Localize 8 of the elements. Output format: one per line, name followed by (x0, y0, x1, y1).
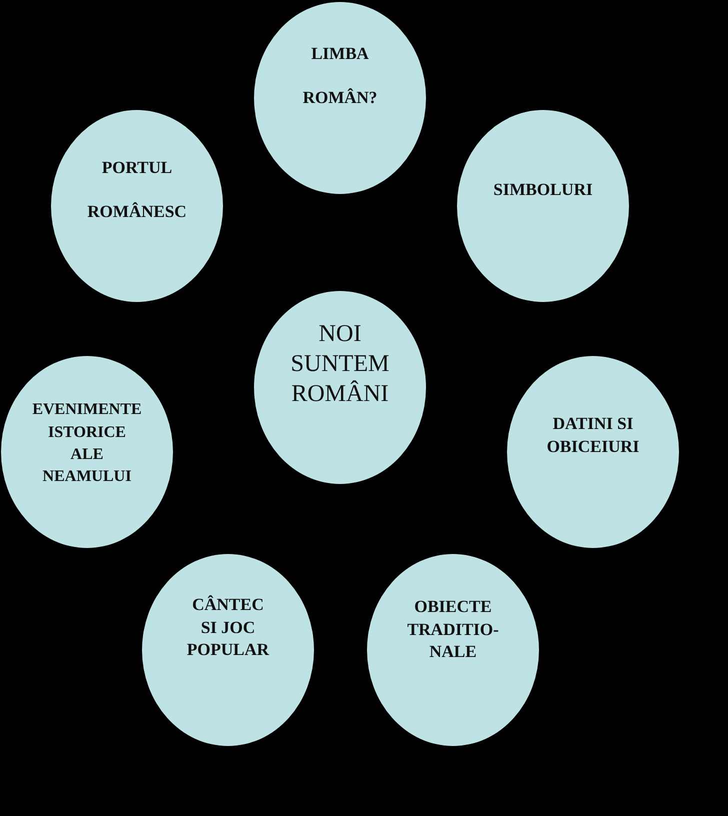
node-label: LIMBA ROMÂN? (302, 42, 378, 109)
node-label: CÂNTEC SI JOC POPULAR (186, 594, 270, 662)
node-label: NOI SUNTEM ROMÂNI (290, 320, 390, 408)
node-label: EVENIMENTE ISTORICE ALE NEAMULUI (32, 400, 142, 488)
node-label: SIMBOLURI (493, 180, 593, 200)
node-label: DATINI SI OBICEIURI (546, 413, 640, 458)
node-label: PORTUL ROMÂNESC (87, 156, 187, 223)
node-label: OBIECTE TRADITIO- NALE (407, 596, 499, 664)
